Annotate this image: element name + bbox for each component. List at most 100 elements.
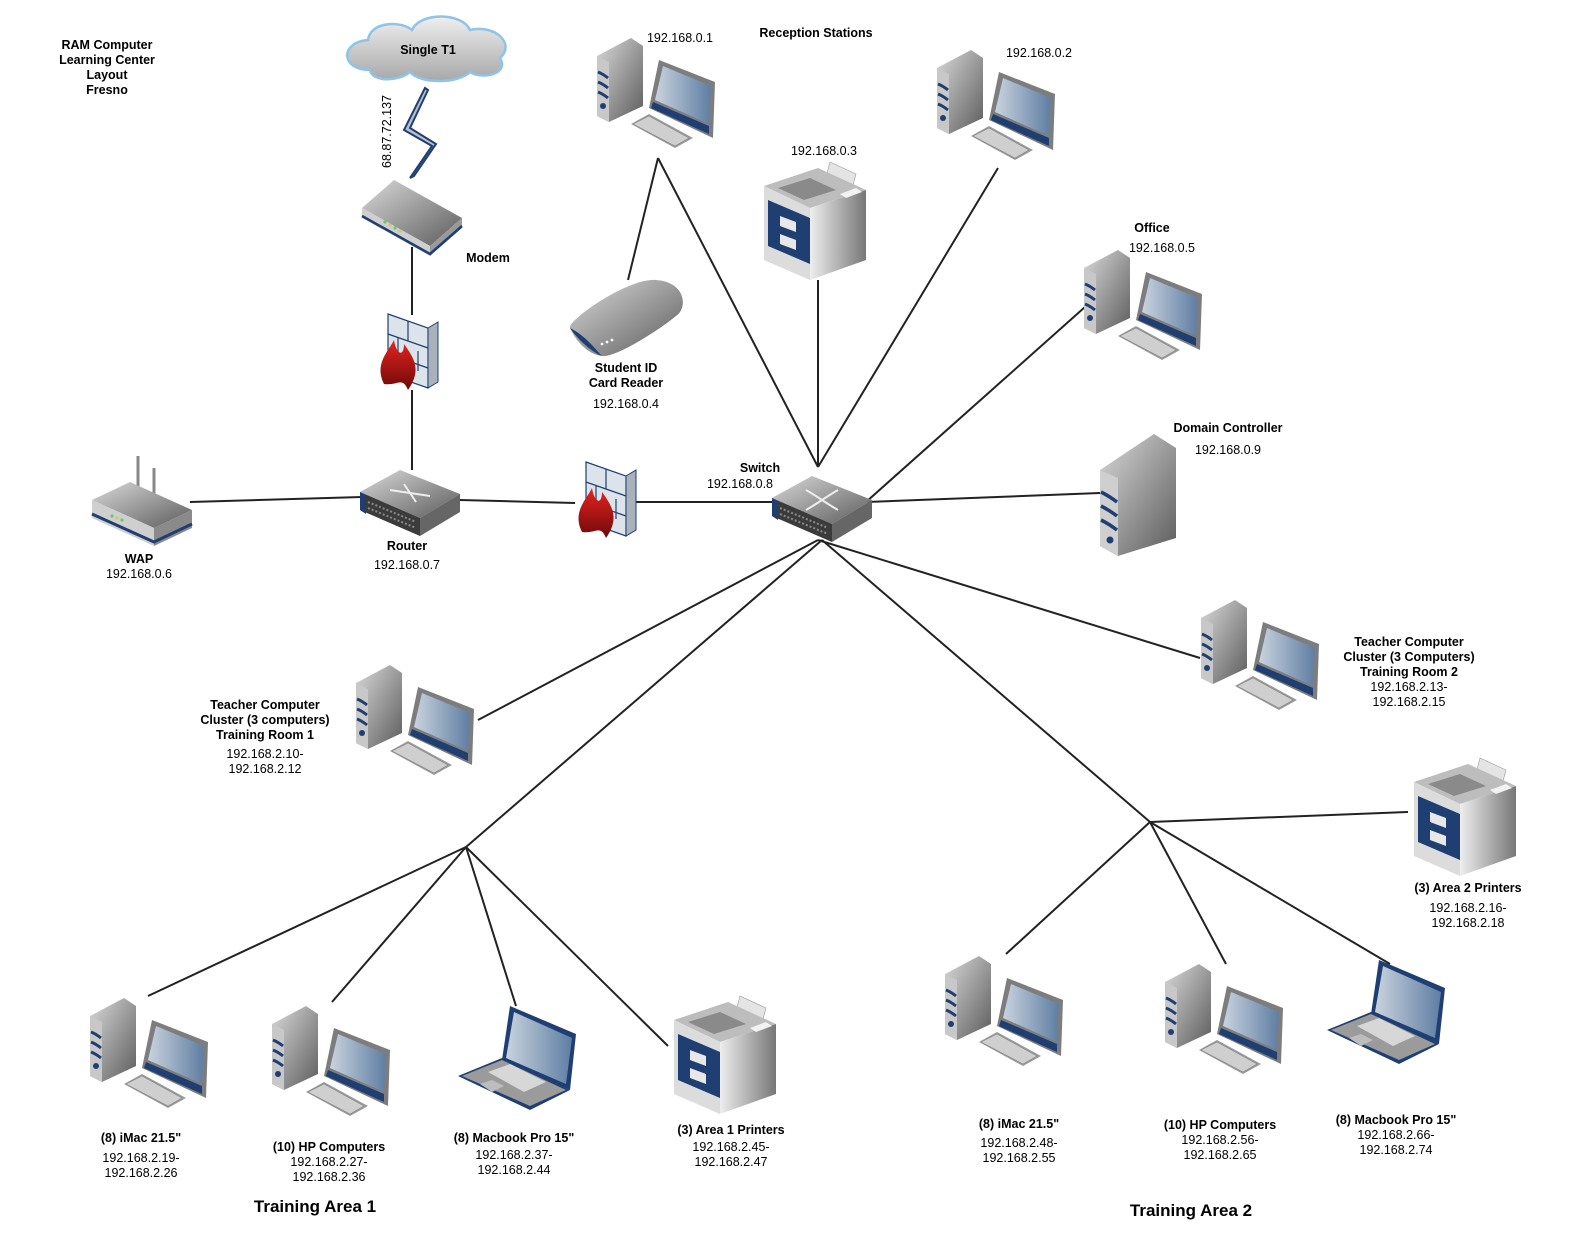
laptop-icon xyxy=(458,1006,576,1110)
ip-address-text: 192.168.2.19- xyxy=(102,1151,180,1165)
device-name-text: Single T1 xyxy=(400,43,456,57)
training-area-2-title: Training Area 2 xyxy=(1129,1201,1253,1220)
network-cable xyxy=(189,496,363,503)
network-cable xyxy=(459,499,576,504)
ip-address-text: 192.168.2.48- xyxy=(980,1136,1058,1150)
network-cable xyxy=(1149,821,1227,965)
network-cable xyxy=(817,167,999,468)
area-2-printers-label: (3) Area 2 Printers 192.168.2.16-192.168… xyxy=(1414,881,1521,931)
desktop-computer-icon xyxy=(935,48,1057,162)
ta2-hp-label: (10) HP Computers 192.168.2.56-192.168.2… xyxy=(1164,1118,1276,1163)
ip-address-text: 192.168.0.5 xyxy=(1128,241,1196,255)
device-name-text: Training Room 1 xyxy=(216,728,314,742)
ip-address-text: 192.168.2.66- xyxy=(1357,1128,1435,1142)
ip-address-text: 192.168.2.37- xyxy=(475,1148,553,1162)
ip-address-text: 192.168.0.6 xyxy=(105,567,173,581)
ip-address-text: 192.168.0.9 xyxy=(1194,443,1262,457)
cloud-icon xyxy=(346,15,507,83)
device-name-text: WAP xyxy=(124,552,154,566)
domain-controller-label: Domain Controller 192.168.0.9 xyxy=(1173,421,1282,458)
network-cable xyxy=(865,306,1086,503)
device-name-text: (3) Area 2 Printers xyxy=(1414,881,1522,895)
ta1-printers-label: (3) Area 1 Printers 192.168.2.45-192.168… xyxy=(677,1123,784,1170)
network-cable xyxy=(465,539,823,848)
ta2-macbook-label: (8) Macbook Pro 15" 192.168.2.66-192.168… xyxy=(1336,1113,1457,1158)
ip-address-text: 192.168.2.16- xyxy=(1429,901,1507,915)
printer-icon xyxy=(1413,757,1517,877)
desktop-computer-icon xyxy=(1163,962,1285,1076)
server-icon xyxy=(1100,434,1176,556)
device-name-text: (10) HP Computers xyxy=(1163,1118,1277,1132)
device-name-text: Router xyxy=(386,539,428,553)
ip-address-text: 192.168.2.55 xyxy=(982,1151,1056,1165)
device-name-text: Teacher Computer xyxy=(210,698,320,712)
device-name-text: Domain Controller xyxy=(1173,421,1283,435)
training-area-1-title: Training Area 1 xyxy=(253,1197,377,1216)
ip-address-text: 192.168.2.65 xyxy=(1183,1148,1257,1162)
ip-address-text: 192.168.0.8 xyxy=(706,477,774,491)
device-name-text: Layout xyxy=(86,68,128,82)
device-name-text: (8) iMac 21.5" xyxy=(978,1117,1060,1131)
device-name-text: Training Room 2 xyxy=(1360,665,1458,679)
switch-icon xyxy=(771,475,873,543)
ip-address-text: 192.168.2.74 xyxy=(1359,1143,1433,1157)
modem-label: Modem xyxy=(466,251,510,266)
device-name-text: Cluster (3 Computers) xyxy=(1343,650,1475,664)
ip-address-text: 192.168.2.47 xyxy=(694,1155,768,1169)
desktop-computer-icon xyxy=(354,663,476,777)
desktop-computer-icon xyxy=(270,1004,392,1118)
card-reader-label: Student ID Card Reader 192.168.0.4 xyxy=(589,361,663,412)
network-cable xyxy=(1149,811,1409,823)
device-name-text: Card Reader xyxy=(588,376,664,390)
network-cable xyxy=(627,157,659,281)
device-name-text: Teacher Computer xyxy=(1354,635,1464,649)
wireless-access-point-icon xyxy=(91,456,193,546)
desktop-computer-icon xyxy=(88,996,210,1110)
network-cable xyxy=(331,846,467,1003)
device-name-text: Reception Stations xyxy=(759,26,873,40)
ip-address-text: 192.168.2.56- xyxy=(1181,1133,1259,1147)
ip-address-text: 192.168.2.36 xyxy=(292,1170,366,1184)
device-name-text: Office xyxy=(1134,221,1170,235)
device-name-text: Learning Center xyxy=(59,53,155,67)
cloud-label: Single T1 xyxy=(400,43,456,58)
ip-address-text: 192.168.2.12 xyxy=(228,762,302,776)
device-name-text: (8) iMac 21.5" xyxy=(100,1131,182,1145)
network-cable xyxy=(477,539,819,721)
network-cable xyxy=(147,846,467,997)
device-name-text: (8) Macbook Pro 15" xyxy=(453,1131,575,1145)
ip-address-text: 192.168.0.7 xyxy=(373,558,441,572)
ip-address-text: 192.168.2.45- xyxy=(692,1140,770,1154)
device-name-text: (10) HP Computers xyxy=(272,1140,386,1154)
network-cable xyxy=(1149,821,1391,965)
network-cable xyxy=(821,539,1151,823)
device-name-text: Switch xyxy=(739,461,781,475)
ip-address-text: 192.168.2.13- xyxy=(1370,680,1448,694)
ip-address-text: 192.168.2.15 xyxy=(1372,695,1446,709)
reception-station-1-ip: 192.168.0.1 xyxy=(647,31,713,46)
ip-address-text: 192.168.0.2 xyxy=(1005,46,1073,60)
network-cable xyxy=(465,846,517,1007)
switch-ip: 192.168.0.8 xyxy=(707,477,773,492)
ip-address-text: 192.168.0.3 xyxy=(790,144,858,158)
reception-heading: Reception Stations xyxy=(759,26,872,41)
network-cable xyxy=(817,539,1201,659)
device-name-text: RAM Computer xyxy=(61,38,153,52)
firewall-icon xyxy=(577,461,637,539)
ip-address-text: 192.168.2.10- xyxy=(226,747,304,761)
device-name-text: (3) Area 1 Printers xyxy=(677,1123,785,1137)
office-label: Office 192.168.0.5 xyxy=(1109,221,1195,256)
ta1-hp-label: (10) HP Computers 192.168.2.27-192.168.2… xyxy=(273,1140,385,1185)
desktop-computer-icon xyxy=(1199,598,1321,712)
desktop-computer-icon xyxy=(595,36,717,150)
device-name-text: (8) Macbook Pro 15" xyxy=(1335,1113,1457,1127)
device-name-text: Cluster (3 computers) xyxy=(200,713,330,727)
device-name-text: Student ID xyxy=(594,361,658,375)
wan-ip-label: 68.87.72.137 xyxy=(380,95,394,168)
laptop-icon xyxy=(1327,960,1445,1064)
device-name-text: Fresno xyxy=(86,83,128,97)
